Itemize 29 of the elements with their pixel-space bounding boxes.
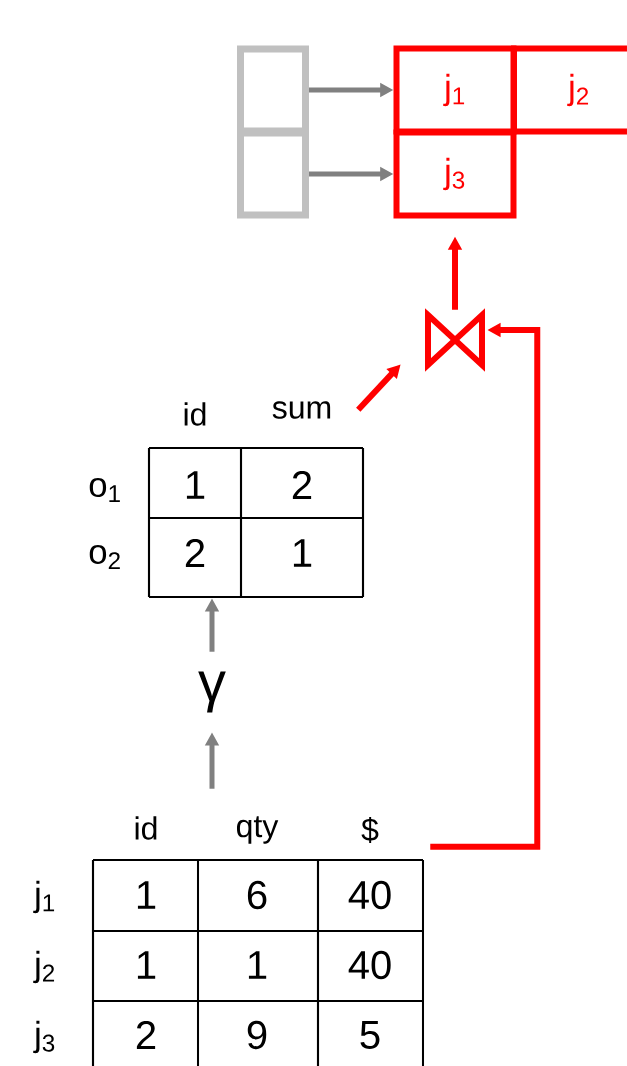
cell-value: 1: [137, 881, 156, 909]
row-label: o$_{1}$: [89, 478, 120, 502]
join-symbol: [425, 308, 485, 372]
cell-value: 2: [185, 539, 205, 567]
gamma-symbol: γ: [198, 671, 226, 713]
cell-value: 1: [137, 951, 156, 979]
cell-value: 6: [247, 880, 267, 910]
cell-value: 40: [348, 880, 391, 910]
cell-value: 2: [292, 471, 312, 499]
column-header: $: [361, 817, 379, 843]
column-header: id: [135, 816, 157, 840]
cell-value: 9: [247, 1020, 267, 1050]
cell-value: 1: [248, 951, 267, 979]
cell-value: 40: [348, 950, 391, 980]
cell-value: 2: [136, 1021, 156, 1049]
row-label: j$_{3}$: [33, 1020, 55, 1054]
result-cell: j$_{2}$: [511, 45, 627, 135]
empty-box: [237, 129, 309, 219]
row-label: j$_{2}$: [33, 950, 55, 984]
row-label: j$_{1}$: [33, 880, 55, 914]
result-cell: j$_{3}$: [393, 129, 517, 219]
column-header: qty: [237, 816, 279, 844]
result-cell: j$_{1}$: [393, 45, 517, 135]
cell-value: 1: [293, 539, 312, 567]
cell-value: 1: [186, 471, 205, 499]
column-header: id: [184, 402, 206, 426]
row-label: o$_{2}$: [89, 544, 120, 570]
column-header: sum: [272, 401, 331, 419]
cell-value: 5: [360, 1021, 380, 1049]
